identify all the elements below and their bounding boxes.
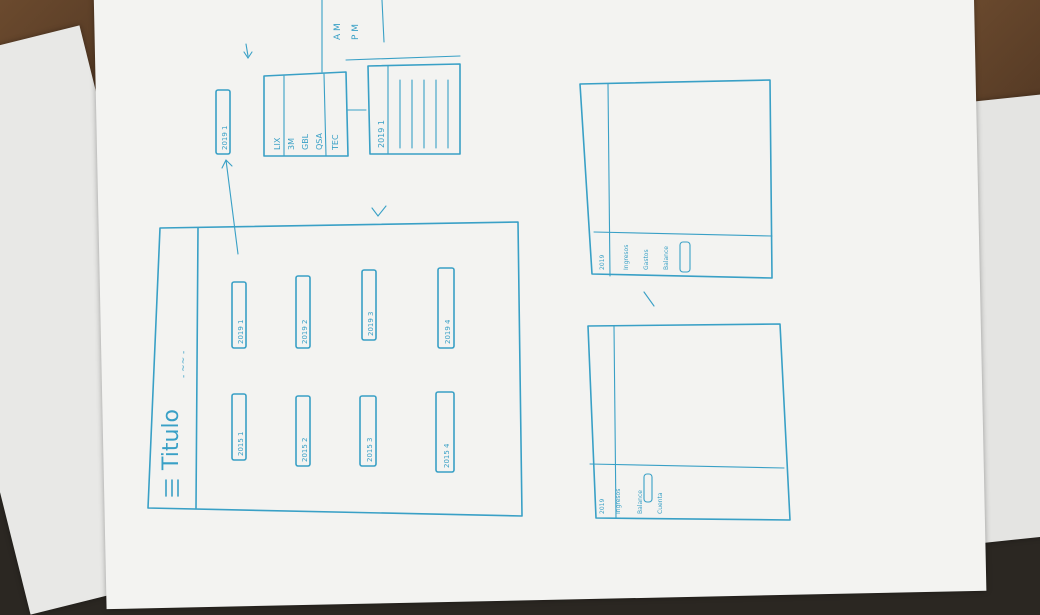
top-button[interactable]: 2019 1 bbox=[215, 89, 231, 155]
check-mark bbox=[371, 205, 387, 217]
tab-am[interactable]: A M bbox=[333, 23, 343, 40]
connector-line bbox=[321, 0, 461, 73]
svg-text:2019 4: 2019 4 bbox=[444, 319, 452, 344]
svg-text:2015 1: 2015 1 bbox=[237, 432, 245, 457]
grid-button-5[interactable]: 2015 1 bbox=[231, 393, 247, 461]
svg-text:Balance: Balance bbox=[663, 246, 670, 270]
svg-text:2015 3: 2015 3 bbox=[366, 438, 374, 463]
svg-text:2015 4: 2015 4 bbox=[443, 443, 451, 468]
svg-text:Balance: Balance bbox=[637, 490, 644, 514]
grid-button-4[interactable]: 2019 4 bbox=[437, 267, 455, 349]
flow-arrow-up bbox=[221, 159, 239, 255]
svg-text:Gastos: Gastos bbox=[643, 249, 650, 270]
grid-button-7[interactable]: 2015 3 bbox=[359, 395, 377, 467]
svg-text:GBL: GBL bbox=[301, 133, 310, 150]
wireframe-screen-b: 2019 Ingresos Balance Cuenta bbox=[587, 323, 791, 521]
svg-text:LIX: LIX bbox=[273, 137, 282, 150]
dropdown-list-left: LIX 3M GBL QSA TEC bbox=[263, 71, 349, 157]
grid-button-3[interactable]: 2019 3 bbox=[361, 269, 377, 341]
footer-button-a[interactable] bbox=[679, 241, 691, 273]
title-suffix-text: - ~~ - bbox=[179, 351, 189, 378]
grid-button-6[interactable]: 2015 2 bbox=[295, 395, 311, 467]
svg-text:P M: P M bbox=[351, 24, 361, 40]
grid-button-2[interactable]: 2019 2 bbox=[295, 275, 311, 349]
hamburger-icon[interactable] bbox=[165, 479, 179, 497]
wireframe-sketch: Titulo - ~~ - 2019 1 2019 2 2019 3 2019 … bbox=[147, 0, 791, 521]
svg-text:Ingresos: Ingresos bbox=[615, 489, 622, 514]
svg-text:2019 1: 2019 1 bbox=[237, 320, 245, 345]
footer-button-b[interactable] bbox=[643, 473, 653, 503]
svg-text:Cuenta: Cuenta bbox=[657, 492, 664, 514]
svg-text:Ingresos: Ingresos bbox=[623, 245, 630, 270]
svg-text:A M: A M bbox=[333, 23, 343, 40]
grid-button-8[interactable]: 2015 4 bbox=[435, 391, 455, 473]
svg-text:2019 1: 2019 1 bbox=[221, 126, 229, 151]
svg-text:2019 2: 2019 2 bbox=[301, 320, 309, 345]
svg-text:2019: 2019 bbox=[599, 499, 606, 514]
svg-text:3M: 3M bbox=[287, 138, 296, 150]
svg-text:2019 1: 2019 1 bbox=[377, 120, 386, 148]
svg-text:2019: 2019 bbox=[599, 255, 606, 270]
svg-text:2019 3: 2019 3 bbox=[367, 312, 375, 337]
wireframe-screen-a: 2019 Ingresos Gastos Balance bbox=[579, 79, 773, 279]
svg-text:2015 2: 2015 2 bbox=[301, 438, 309, 463]
grid-button-1[interactable]: 2019 1 bbox=[231, 281, 247, 349]
svg-text:TEC: TEC bbox=[331, 134, 340, 151]
tab-pm[interactable]: P M bbox=[351, 24, 361, 40]
title-text: Titulo bbox=[159, 409, 184, 471]
dropdown-list-right: 2019 1 bbox=[367, 63, 461, 155]
main-phone-frame: Titulo - ~~ - bbox=[147, 221, 523, 517]
svg-text:QSA: QSA bbox=[315, 132, 324, 150]
